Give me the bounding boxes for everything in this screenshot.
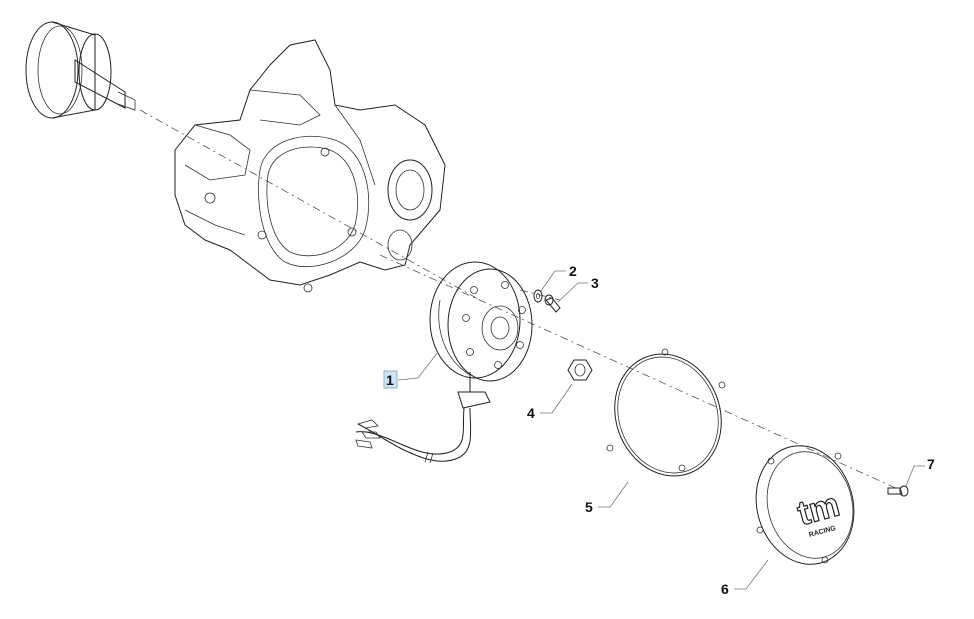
stator[interactable] bbox=[429, 261, 533, 382]
callout-7[interactable]: 7 bbox=[927, 456, 935, 472]
callouts: 1 2 3 4 5 6 7 bbox=[383, 263, 935, 597]
leader-6 bbox=[734, 559, 769, 590]
callout-4[interactable]: 4 bbox=[527, 405, 535, 421]
callout-1-highlight bbox=[383, 370, 398, 389]
callout-1[interactable]: 1 bbox=[386, 372, 394, 388]
callout-3[interactable]: 3 bbox=[591, 275, 599, 291]
main-assembly-axis bbox=[379, 254, 901, 491]
leader-3 bbox=[557, 282, 588, 303]
assembly-axes bbox=[139, 109, 901, 491]
crankcase[interactable] bbox=[174, 39, 446, 293]
leader-5 bbox=[598, 481, 629, 508]
leader-1 bbox=[397, 351, 439, 381]
leader-lines bbox=[397, 270, 925, 590]
stator-wiring-harness[interactable] bbox=[355, 372, 491, 464]
flywheel-nut[interactable] bbox=[567, 359, 593, 381]
cover-screw[interactable] bbox=[887, 485, 909, 497]
cover-logo-text: tm bbox=[794, 486, 844, 533]
crankshaft-axis bbox=[139, 109, 481, 301]
washer[interactable] bbox=[533, 289, 543, 303]
stator-screw[interactable] bbox=[544, 294, 561, 313]
callout-2[interactable]: 2 bbox=[569, 263, 577, 279]
leader-7 bbox=[905, 465, 925, 487]
leader-2 bbox=[540, 270, 566, 292]
washer-axis bbox=[519, 289, 561, 301]
crankshaft-flywheel[interactable] bbox=[25, 21, 136, 119]
callout-5[interactable]: 5 bbox=[585, 499, 593, 515]
leader-4 bbox=[540, 383, 573, 414]
callout-6[interactable]: 6 bbox=[721, 581, 729, 597]
cover-gasket[interactable] bbox=[598, 339, 738, 491]
ignition-cover[interactable]: tm RACING bbox=[743, 435, 867, 576]
